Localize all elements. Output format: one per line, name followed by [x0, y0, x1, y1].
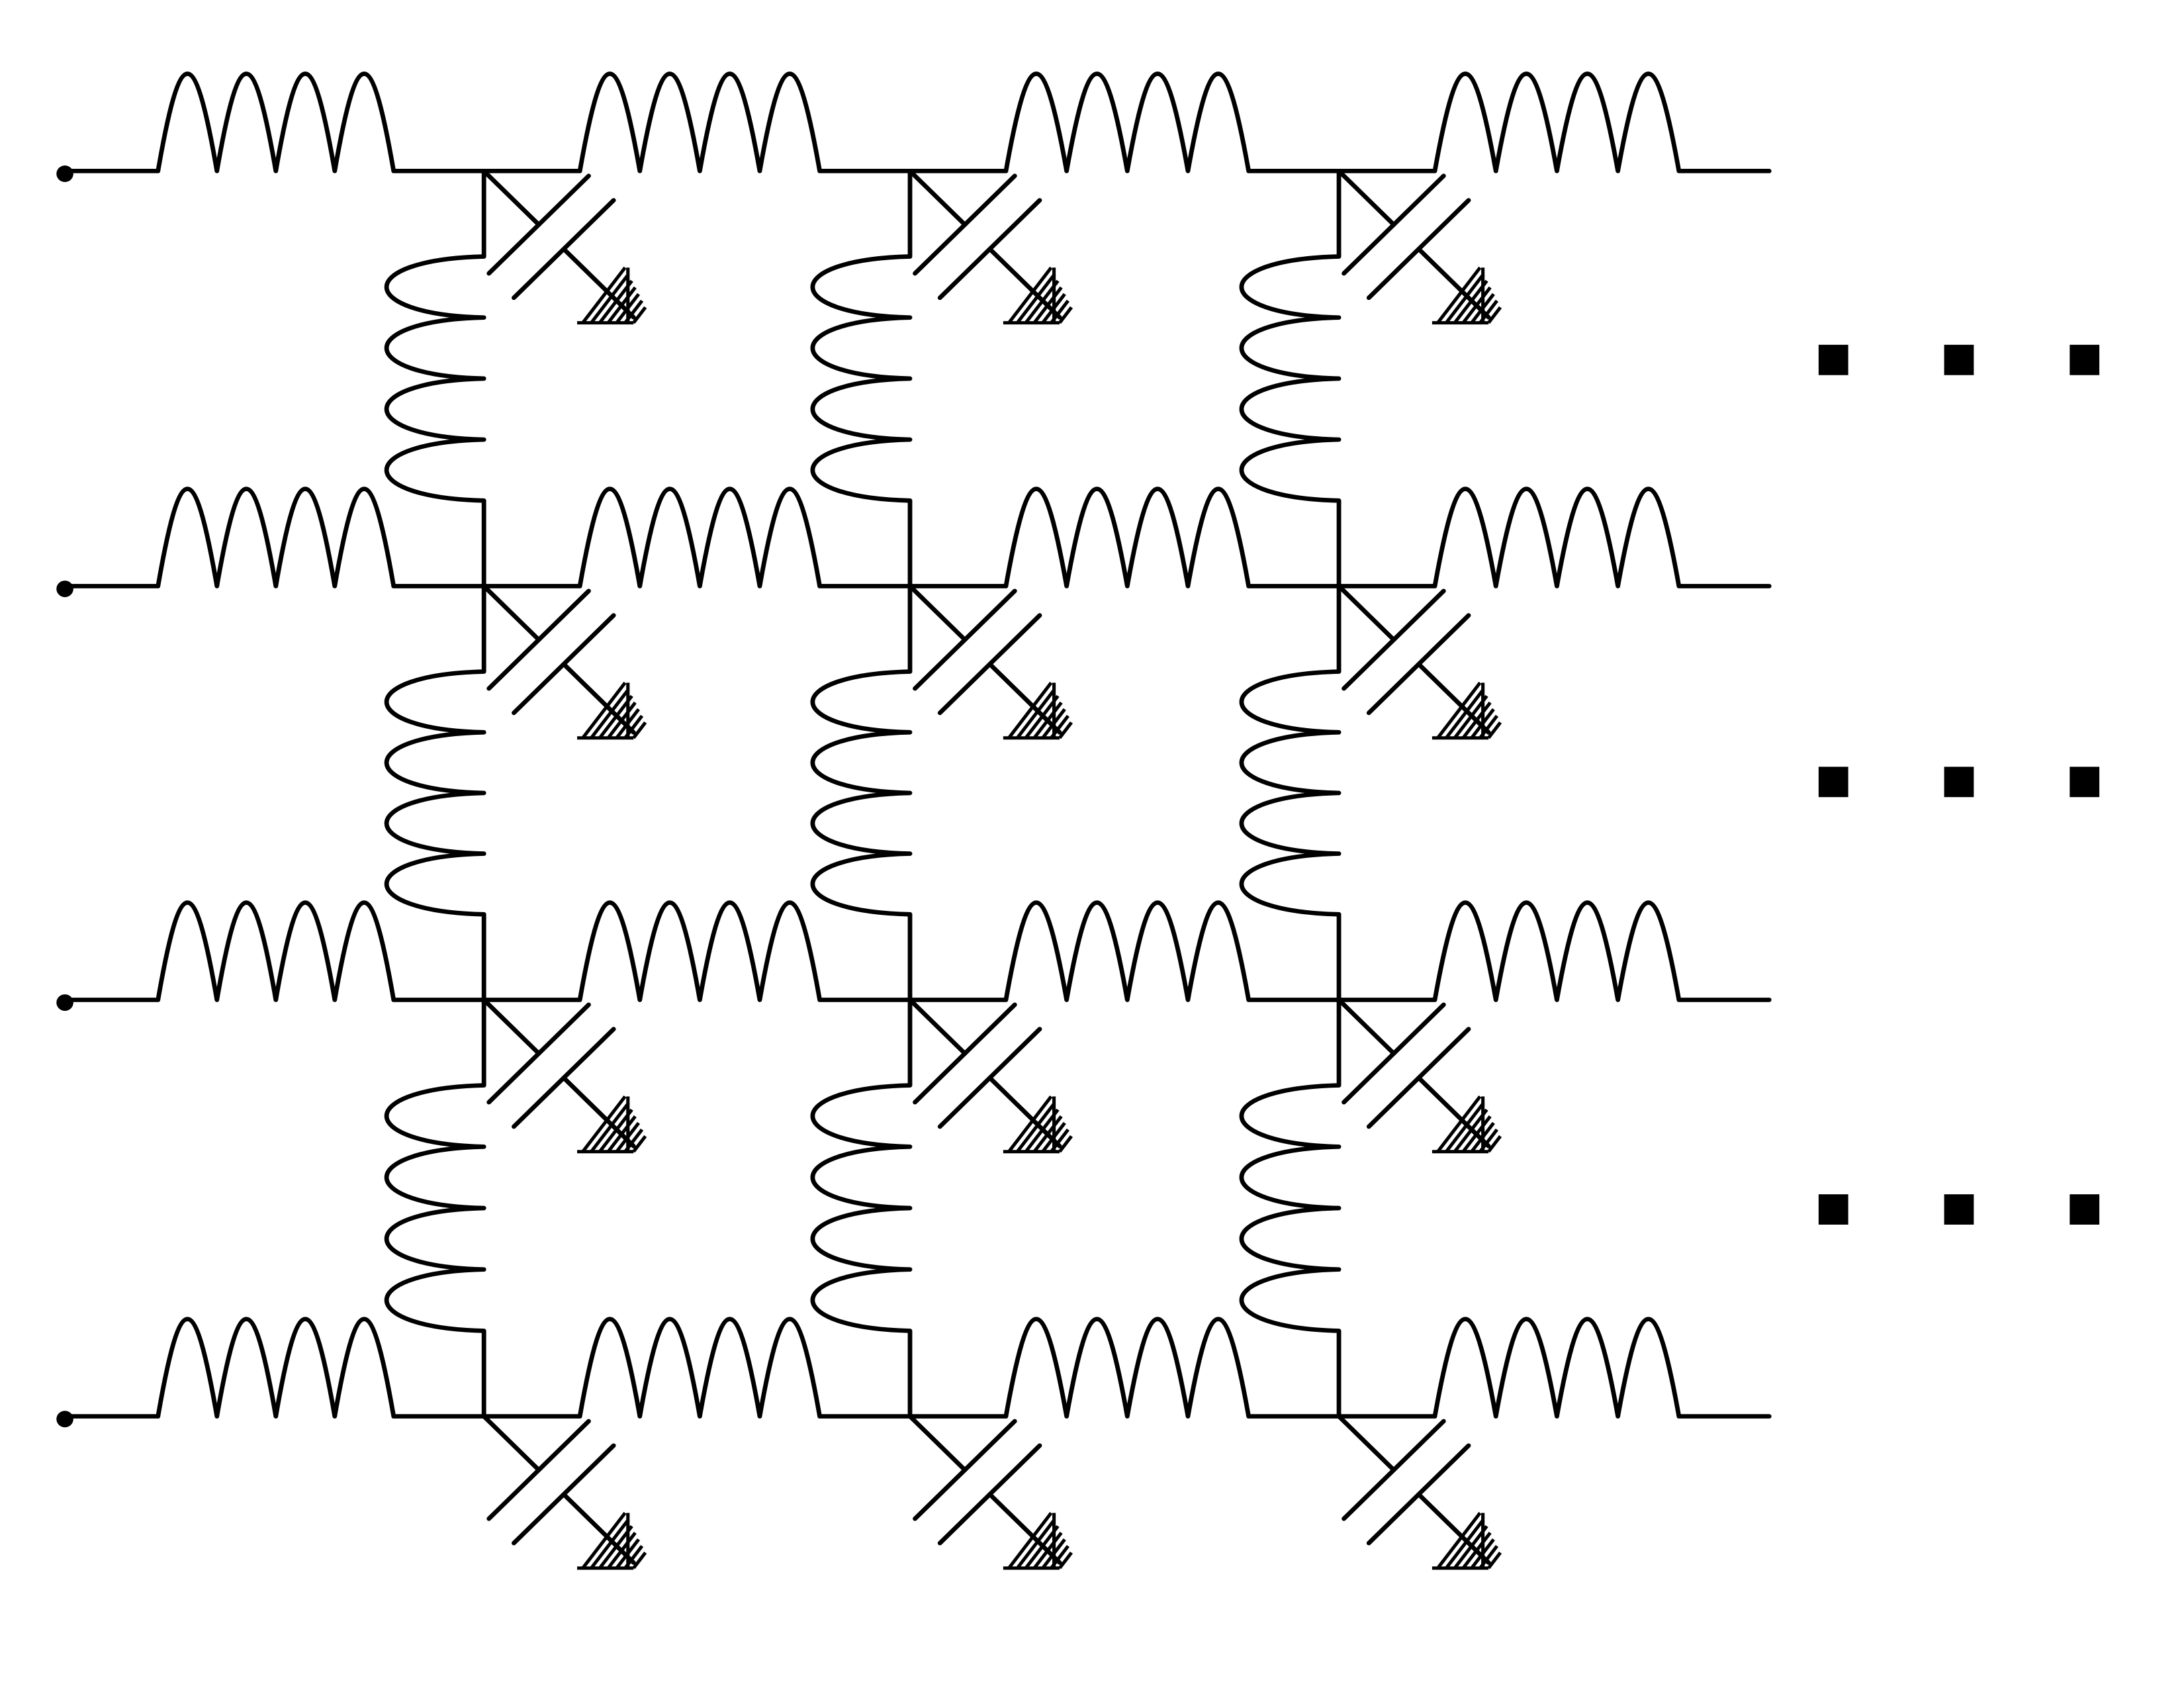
- shunt-capacitor-r4-c3-lead-a: [1336, 1414, 1396, 1472]
- continuation-dot-r3-1: [1818, 1194, 1848, 1225]
- input-terminal-row-2: [56, 581, 73, 598]
- series-inductor-r3-c4: [1336, 900, 1772, 1002]
- series-inductor-r2-c4: [1336, 487, 1772, 588]
- input-terminal-row-1: [56, 165, 73, 182]
- shunt-ground-r1-c2-icon: [1003, 266, 1073, 325]
- input-terminal-row-4: [56, 1411, 73, 1428]
- shunt-capacitor-r3-c2-lead-a: [907, 998, 968, 1056]
- vertical-inductor-r3-c1: [384, 998, 486, 1419]
- series-inductor-r4-c2: [481, 1317, 913, 1419]
- series-inductor-r4-c3: [907, 1317, 1342, 1419]
- vertical-inductor-r3-c2: [810, 998, 913, 1419]
- continuation-layer: [1818, 344, 2100, 1225]
- shunt-ground-r3-c2-icon: [1003, 1095, 1073, 1154]
- series-inductor-r3-c1: [60, 900, 486, 1002]
- series-inductor-r4-c4: [1336, 1317, 1772, 1419]
- shunt-capacitor-r2-c3-plate-a: [1342, 588, 1446, 691]
- ground-layer: [577, 266, 1502, 1570]
- shunt-capacitor-r3-c1-lead-a: [481, 998, 541, 1056]
- shunt-ground-r3-c3-icon: [1432, 1095, 1502, 1154]
- series-inductor-r1-c3: [907, 71, 1342, 173]
- input-terminal-row-3: [56, 994, 73, 1011]
- shunt-capacitor-r2-c2-plate-a: [913, 588, 1017, 691]
- shunt-capacitor-r4-c1-plate-a: [486, 1419, 591, 1521]
- vertical-inductor-r2-c3: [1239, 584, 1342, 1002]
- continuation-dot-r1-1: [1818, 344, 1848, 375]
- series-inductor-r1-c2: [481, 71, 913, 173]
- vertical-inductor-r1-c2: [810, 169, 913, 588]
- shunt-ground-r2-c1-icon: [577, 681, 647, 740]
- shunt-capacitor-r2-c1-plate-a: [486, 588, 591, 691]
- terminal-layer: [56, 165, 73, 1428]
- series-inductor-r2-c3: [907, 487, 1342, 588]
- shunt-ground-r2-c2-icon: [1003, 681, 1073, 740]
- shunt-capacitor-r2-c2-lead-a: [907, 584, 968, 642]
- shunt-capacitor-r4-c2-lead-a: [907, 1414, 968, 1472]
- vertical-inductor-r2-c1: [384, 584, 486, 1002]
- continuation-dot-r1-3: [2070, 344, 2100, 375]
- shunt-capacitor-r1-c2-plate-a: [913, 173, 1017, 276]
- wire-layer: [60, 71, 1772, 1565]
- series-inductor-r4-c1: [60, 1317, 486, 1419]
- shunt-capacitor-r1-c1-lead-a: [481, 169, 541, 227]
- shunt-capacitor-r2-c3-lead-a: [1336, 584, 1396, 642]
- vertical-inductor-r3-c3: [1239, 998, 1342, 1419]
- series-inductor-r3-c2: [481, 900, 913, 1002]
- shunt-ground-r2-c3-icon: [1432, 681, 1502, 740]
- shunt-capacitor-r1-c2-lead-a: [907, 169, 968, 227]
- continuation-dot-r2-2: [1944, 767, 1974, 798]
- shunt-capacitor-r2-c1-lead-a: [481, 584, 541, 642]
- series-inductor-r1-c4: [1336, 71, 1772, 173]
- continuation-dot-r3-3: [2070, 1194, 2100, 1225]
- shunt-capacitor-r4-c1-lead-a: [481, 1414, 541, 1472]
- series-inductor-r3-c3: [907, 900, 1342, 1002]
- shunt-ground-r1-c1-icon: [577, 266, 647, 325]
- vertical-inductor-r2-c2: [810, 584, 913, 1002]
- shunt-ground-r4-c2-icon: [1003, 1512, 1073, 1570]
- vertical-inductor-r1-c1: [384, 169, 486, 588]
- shunt-ground-r1-c3-icon: [1432, 266, 1502, 325]
- shunt-capacitor-r4-c3-plate-a: [1342, 1419, 1446, 1521]
- series-inductor-r1-c1: [60, 71, 486, 173]
- shunt-ground-r4-c3-icon: [1432, 1512, 1502, 1570]
- series-inductor-r2-c2: [481, 487, 913, 588]
- continuation-dot-r2-1: [1818, 767, 1848, 798]
- vertical-inductor-r1-c3: [1239, 169, 1342, 588]
- continuation-dot-r3-2: [1944, 1194, 1974, 1225]
- shunt-capacitor-r3-c1-plate-a: [486, 1002, 591, 1105]
- shunt-capacitor-r4-c2-plate-a: [913, 1419, 1017, 1521]
- shunt-capacitor-r1-c1-plate-a: [486, 173, 591, 276]
- shunt-capacitor-r3-c3-lead-a: [1336, 998, 1396, 1056]
- continuation-dot-r2-3: [2070, 767, 2100, 798]
- shunt-capacitor-r3-c2-plate-a: [913, 1002, 1017, 1105]
- shunt-capacitor-r3-c3-plate-a: [1342, 1002, 1446, 1105]
- shunt-capacitor-r1-c3-plate-a: [1342, 173, 1446, 276]
- shunt-ground-r4-c1-icon: [577, 1512, 647, 1570]
- series-inductor-r2-c1: [60, 487, 486, 588]
- shunt-ground-r3-c1-icon: [577, 1095, 647, 1154]
- continuation-dot-r1-2: [1944, 344, 1974, 375]
- shunt-capacitor-r1-c3-lead-a: [1336, 169, 1396, 227]
